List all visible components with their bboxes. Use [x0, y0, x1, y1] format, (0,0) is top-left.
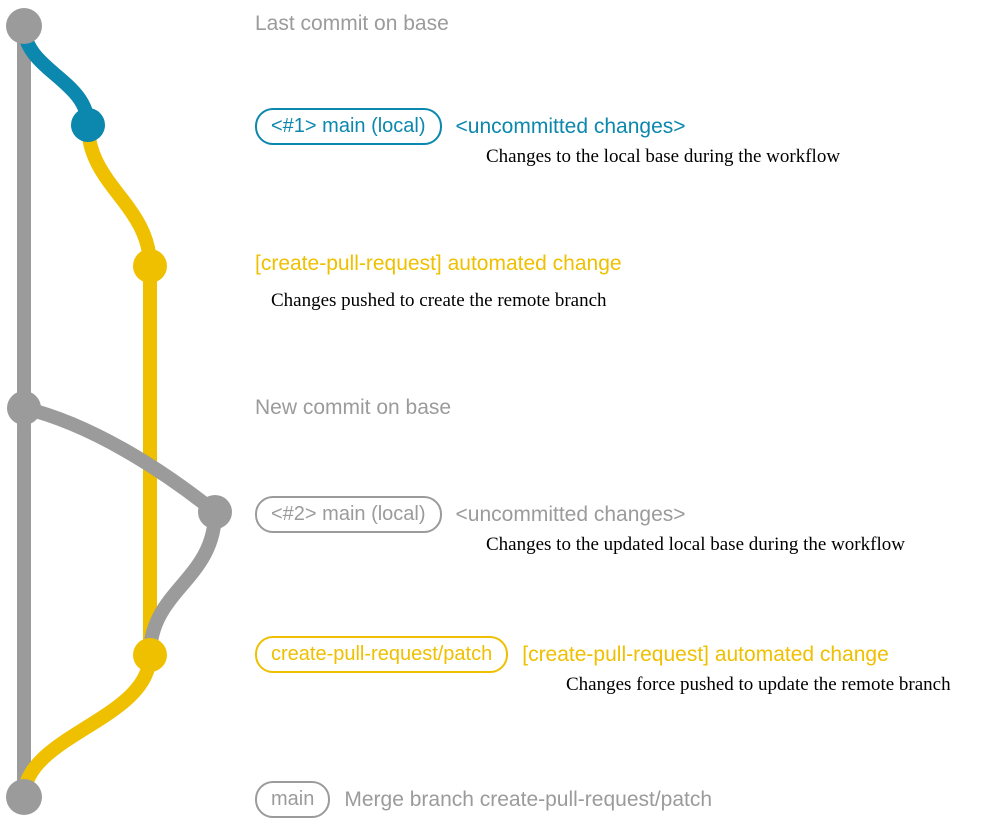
commit-note-local-1: Changes to the local base during the wor…: [486, 146, 841, 167]
commit-node-local-1[interactable]: [71, 108, 105, 142]
branch-badge-main-local-2[interactable]: <#2> main (local): [255, 496, 442, 533]
branch-badge-main[interactable]: main: [255, 781, 331, 818]
commit-message-local-2: <uncommitted changes>: [455, 502, 686, 526]
commit-row-base-new: New commit on base: [255, 396, 451, 420]
commit-node-base-new[interactable]: [7, 391, 41, 425]
edge-local2-to-remote2: [143, 505, 222, 662]
commit-message-base-new: New commit on base: [255, 396, 452, 419]
commit-message-base-merge: Merge branch create-pull-request/patch: [344, 787, 713, 811]
commit-message-local-1: <uncommitted changes>: [455, 114, 686, 138]
commit-row-remote-2: create-pull-request/patch [create-pull-r…: [255, 636, 889, 673]
commit-nodes: [6, 8, 232, 815]
commit-node-base-merge[interactable]: [6, 779, 42, 815]
branch-badge-create-pull-request-patch[interactable]: create-pull-request/patch: [255, 636, 509, 673]
edge-basenew-to-local2: [17, 401, 222, 519]
edge-local1-to-remote1: [81, 118, 157, 273]
commit-note-remote-2: Changes force pushed to update the remot…: [566, 674, 951, 695]
commit-node-local-2[interactable]: [198, 495, 232, 529]
commit-note-remote-1: Changes pushed to create the remote bran…: [271, 290, 607, 311]
commit-note-local-2: Changes to the updated local base during…: [486, 534, 905, 555]
commit-node-base-last[interactable]: [6, 8, 42, 44]
edge-remote2-to-merge: [17, 648, 157, 804]
commit-row-remote-1: [create-pull-request] automated change: [255, 252, 622, 276]
commit-node-remote-1[interactable]: [133, 249, 167, 283]
branch-badge-main-local-1[interactable]: <#1> main (local): [255, 108, 442, 145]
commit-message-base-last: Last commit on base: [255, 12, 449, 35]
commit-node-remote-2[interactable]: [133, 638, 167, 672]
commit-row-base-merge: main Merge branch create-pull-request/pa…: [255, 781, 712, 818]
commit-message-remote-2: [create-pull-request] automated change: [522, 642, 889, 666]
commit-message-remote-1: [create-pull-request] automated change: [255, 252, 622, 275]
commit-row-local-1: <#1> main (local) <uncommitted changes>: [255, 108, 686, 145]
commit-row-local-2: <#2> main (local) <uncommitted changes>: [255, 496, 686, 533]
commit-row-base-last: Last commit on base: [255, 12, 449, 36]
